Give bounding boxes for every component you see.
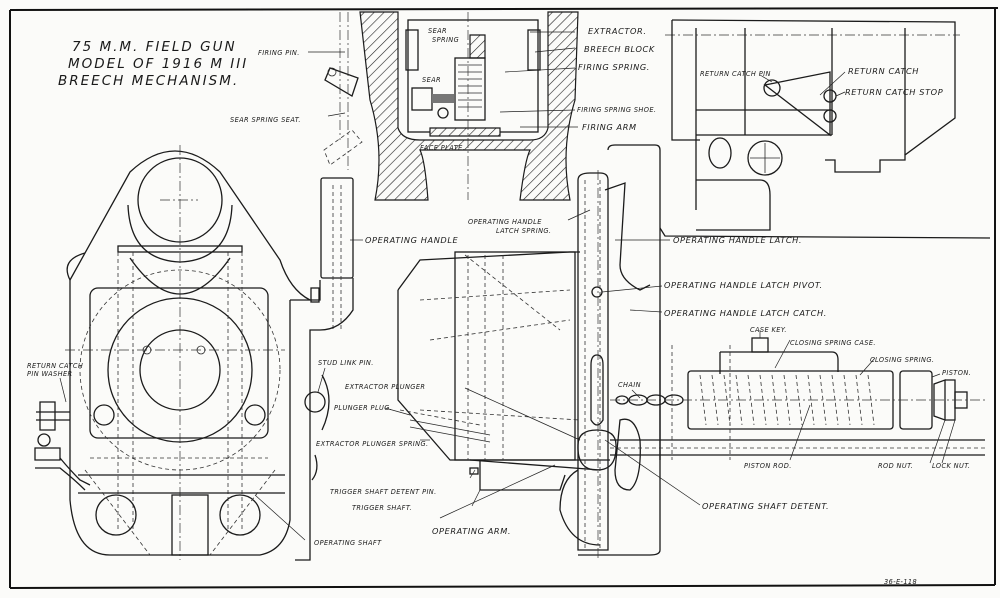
label-case-key: CASE KEY. [750,326,787,334]
breech-block-section [323,11,579,201]
label-operating-handle-latch-spring-1: OPERATING HANDLE [468,218,542,226]
label-closing-spring-case: CLOSING SPRING CASE. [790,339,876,347]
label-firing-pin: FIRING PIN. [258,49,300,57]
label-operating-shaft: OPERATING SHAFT [314,539,382,547]
label-firing-spring-shoe: FIRING SPRING SHOE. [577,106,656,114]
label-face-plate: FACE PLATE. [420,144,465,152]
label-operating-arm: OPERATING ARM. [432,526,511,536]
label-firing-arm: FIRING ARM [582,122,637,132]
label-sear-spring-2: SPRING [432,36,459,44]
label-breech-block: BREECH BLOCK [584,44,655,54]
label-trigger-shaft: TRIGGER SHAFT. [352,504,412,512]
title-line-3: BREECH MECHANISM. [58,73,239,89]
title-line-2: MODEL OF 1916 M III [68,56,248,72]
label-lock-nut: LOCK NUT. [932,462,970,470]
drawing-number: 36-E-118 [884,578,917,586]
label-extractor: EXTRACTOR. [588,26,647,36]
label-sear: SEAR [422,76,441,84]
return-catch-view [665,19,960,231]
drawing-title: 75 M.M. FIELD GUN MODEL OF 1916 M III BR… [58,39,248,89]
label-rod-nut: ROD NUT. [878,462,913,470]
label-return-catch-pin-washer-1: RETURN CATCH [27,362,83,370]
label-piston: PISTON. [942,369,971,377]
label-operating-handle-latch-catch: OPERATING HANDLE LATCH CATCH. [664,308,827,318]
firing-spring-coils [458,64,482,108]
label-stud-link-pin: STUD LINK PIN. [318,359,374,367]
label-extractor-plunger: EXTRACTOR PLUNGER [345,383,425,391]
case-key-shape [751,337,769,353]
label-extractor-plunger-spring: EXTRACTOR PLUNGER SPRING. [316,440,429,448]
label-firing-spring: FIRING SPRING. [578,62,650,72]
label-operating-shaft-detent: OPERATING SHAFT DETENT. [702,501,829,511]
label-return-catch-pin-washer-2: PIN WASHER [27,370,73,378]
main-bore-inner [139,329,221,411]
label-return-catch: RETURN CATCH [848,66,919,76]
breech-side-view [397,144,684,560]
label-return-catch-stop: RETURN CATCH STOP [845,87,943,97]
label-chain: CHAIN [618,381,641,389]
label-piston-rod: PISTON ROD. [744,462,792,470]
label-trigger-shaft-detent-pin: TRIGGER SHAFT DETENT PIN. [330,488,437,496]
label-plunger-plug: PLUNGER PLUG. [334,404,392,412]
label-operating-handle-latch: OPERATING HANDLE LATCH. [673,235,802,245]
label-operating-handle-latch-pivot: OPERATING HANDLE LATCH PIVOT. [664,280,823,290]
title-line-1: 75 M.M. FIELD GUN [72,39,237,55]
breech-end-view [34,145,354,561]
label-return-catch-pin: RETURN CATCH PIN [700,70,771,78]
main-bore-outer [107,297,253,443]
label-closing-spring: CLOSING SPRING. [870,356,934,364]
leader-lines [59,31,956,541]
part-labels: FIRING PIN. SEAR SPRING SEAT. SEAR SPRIN… [27,26,971,586]
label-operating-handle-latch-spring-2: LATCH SPRING. [496,227,551,235]
label-operating-handle: OPERATING HANDLE [365,235,458,245]
label-sear-spring-seat: SEAR SPRING SEAT. [230,116,301,124]
sheet-border [9,7,999,589]
label-sear-spring-1: SEAR [428,27,447,35]
operating-handle-shape [320,177,354,279]
